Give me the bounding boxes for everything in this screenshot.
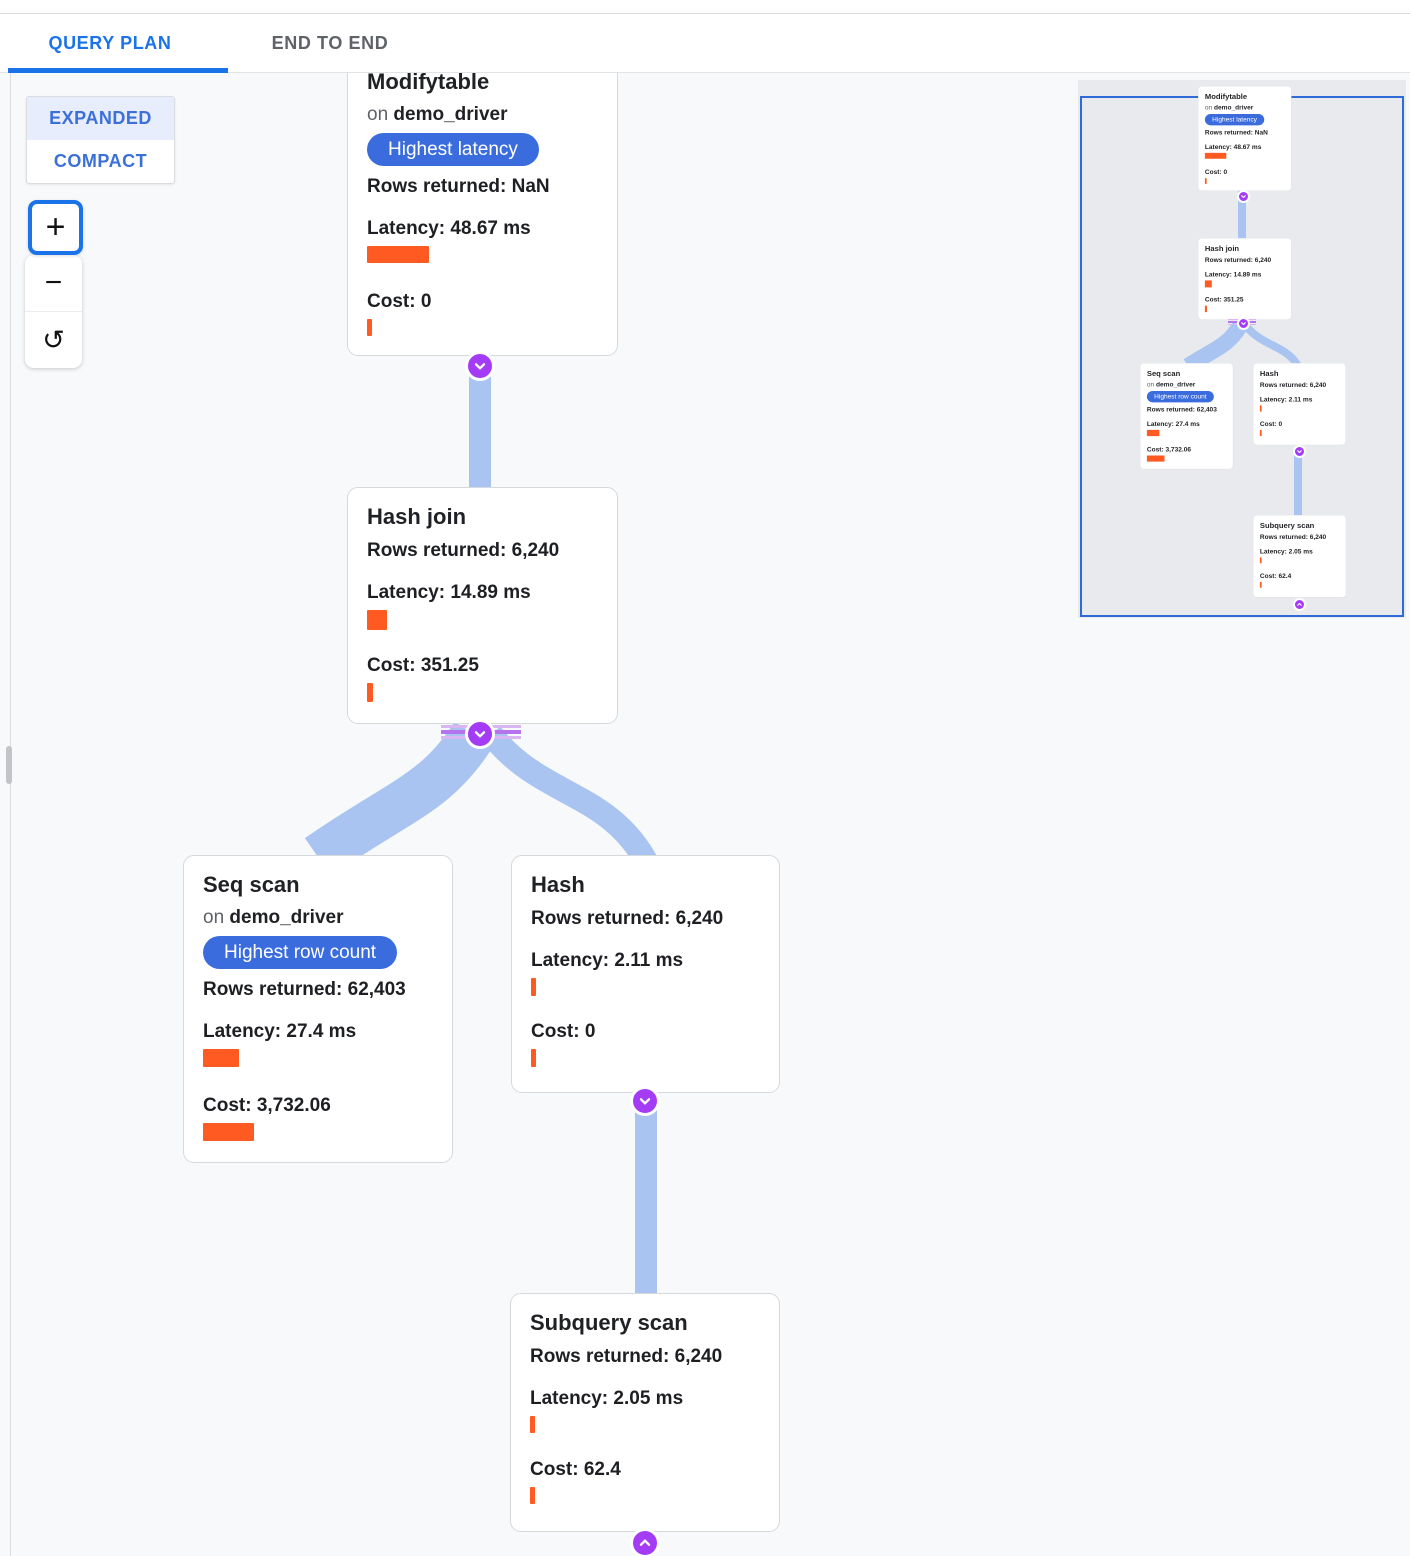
cost: Cost: 0 bbox=[531, 1021, 596, 1042]
cost-bar bbox=[203, 1123, 254, 1141]
highest-row-count-badge: Highest row count bbox=[203, 936, 398, 969]
node-table: on demo_driver bbox=[203, 907, 344, 928]
node-title: Subquery scan bbox=[530, 1310, 688, 1335]
minimap-toggle-hash bbox=[1293, 445, 1306, 458]
minimap-toggle-hash-join bbox=[1237, 317, 1250, 330]
chevron-up-icon bbox=[1297, 602, 1302, 606]
cost-bar bbox=[531, 1049, 536, 1067]
panel-divider bbox=[10, 72, 11, 1556]
highest-latency-badge: Highest latency bbox=[367, 133, 539, 166]
minimap-toggle-subquery-scan bbox=[1293, 598, 1306, 611]
latency-bar bbox=[367, 246, 429, 263]
zoom-out-button[interactable]: − bbox=[44, 266, 63, 299]
chevron-up-icon bbox=[639, 1539, 651, 1546]
minimap-node-hash: Hash Rows returned: 6,240 Latency: 2.11 … bbox=[1253, 363, 1346, 446]
rows-returned: Rows returned: 6,240 bbox=[530, 1346, 723, 1367]
chevron-down-icon bbox=[474, 731, 486, 738]
tab-end-to-end[interactable]: END TO END bbox=[271, 32, 389, 53]
cost: Cost: 351.25 bbox=[367, 655, 479, 676]
plan-node-hash-join[interactable]: Hash join Rows returned: 6,240 Latency: … bbox=[347, 487, 618, 724]
node-table: on demo_driver bbox=[367, 104, 508, 125]
plan-node-seq-scan[interactable]: Seq scan on demo_driver Highest row coun… bbox=[183, 855, 453, 1163]
collapse-toggle-hash-join[interactable] bbox=[465, 719, 495, 749]
zoom-controls: − ↺ bbox=[25, 255, 82, 368]
tab-bar: QUERY PLAN END TO END bbox=[0, 14, 1410, 73]
collapse-toggle-hash[interactable] bbox=[630, 1086, 660, 1116]
compact-option[interactable]: COMPACT bbox=[53, 151, 148, 171]
latency-bar bbox=[530, 1416, 535, 1433]
cost-bar bbox=[367, 683, 373, 702]
minimap-node-subquery-scan: Subquery scan Rows returned: 6,240 Laten… bbox=[1253, 515, 1347, 598]
collapse-toggle-modifytable[interactable] bbox=[465, 351, 495, 381]
rows-returned: Rows returned: 6,240 bbox=[531, 908, 724, 929]
chevron-down-icon bbox=[474, 363, 486, 370]
chevron-down-icon bbox=[639, 1098, 651, 1105]
minimap-node-modifytable: Modifytable on demo_driver Highest laten… bbox=[1198, 86, 1292, 191]
rows-returned: Rows returned: NaN bbox=[367, 176, 550, 197]
rows-returned: Rows returned: 6,240 bbox=[367, 540, 560, 561]
latency: Latency: 14.89 ms bbox=[367, 582, 531, 603]
tab-query-plan[interactable]: QUERY PLAN bbox=[48, 32, 172, 53]
cost-bar bbox=[530, 1487, 535, 1504]
latency: Latency: 2.05 ms bbox=[530, 1388, 684, 1409]
top-strip bbox=[0, 0, 1410, 14]
cost: Cost: 62.4 bbox=[530, 1459, 621, 1480]
latency-bar bbox=[203, 1049, 239, 1067]
minimap-toggle-modifytable bbox=[1237, 190, 1250, 203]
chevron-down-icon bbox=[1241, 322, 1246, 326]
latency-bar bbox=[531, 978, 536, 996]
expand-toggle-subquery-scan[interactable] bbox=[630, 1528, 660, 1556]
latency: Latency: 27.4 ms bbox=[203, 1021, 357, 1042]
minimap-node-seq-scan: Seq scan on demo_driver Highest row coun… bbox=[1140, 363, 1234, 470]
latency: Latency: 48.67 ms bbox=[367, 218, 531, 239]
cost: Cost: 0 bbox=[367, 291, 432, 312]
plan-node-subquery-scan[interactable]: Subquery scan Rows returned: 6,240 Laten… bbox=[510, 1293, 780, 1532]
cost: Cost: 3,732.06 bbox=[203, 1095, 331, 1116]
node-title: Hash bbox=[531, 872, 585, 897]
latency: Latency: 2.11 ms bbox=[531, 950, 684, 971]
node-title: Hash join bbox=[367, 504, 467, 529]
node-title: Modifytable bbox=[367, 69, 490, 94]
minimap-node-hash-join: Hash join Rows returned: 6,240 Latency: … bbox=[1198, 238, 1292, 320]
active-tab-indicator bbox=[8, 68, 228, 73]
reset-icon: ↺ bbox=[42, 324, 65, 355]
reset-view-button[interactable]: ↺ bbox=[25, 311, 82, 368]
plan-node-hash[interactable]: Hash Rows returned: 6,240 Latency: 2.11 … bbox=[511, 855, 780, 1093]
node-title: Seq scan bbox=[203, 872, 300, 897]
plan-node-modifytable[interactable]: Modifytable on demo_driver Highest laten… bbox=[347, 52, 618, 356]
chevron-down-icon bbox=[1241, 195, 1246, 199]
expanded-option[interactable]: EXPANDED bbox=[27, 97, 174, 140]
vertical-scrollbar-thumb[interactable] bbox=[6, 746, 12, 784]
rows-returned: Rows returned: 62,403 bbox=[203, 979, 406, 1000]
cost-bar bbox=[367, 319, 372, 336]
zoom-in-button[interactable]: + bbox=[28, 200, 83, 255]
chevron-down-icon bbox=[1297, 450, 1302, 454]
layout-toggle: EXPANDED COMPACT bbox=[26, 96, 175, 184]
latency-bar bbox=[367, 610, 387, 630]
